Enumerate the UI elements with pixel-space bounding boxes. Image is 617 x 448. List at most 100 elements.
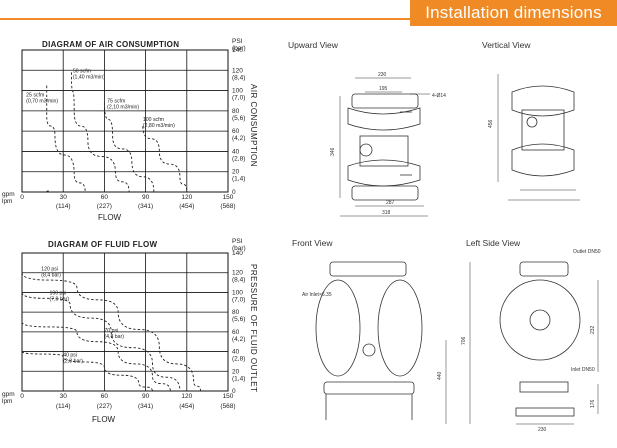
fluid-x-tick-lpm: (341) <box>138 403 153 410</box>
fluid-y-unit-text: PSI (bar) <box>232 238 246 252</box>
fluid-x-tick-gpm: 30 <box>60 393 68 400</box>
fluid-x-tick-lpm: (114) <box>56 403 71 410</box>
air-y-tick-bar: (7,0) <box>232 95 245 102</box>
front-view-title: Front View <box>292 238 333 248</box>
dim-176: 176 <box>590 399 596 408</box>
dim-456: 456 <box>488 119 494 128</box>
air-x-tick-gpm: 120 <box>181 194 192 201</box>
fluid-x-axis-title: FLOW <box>92 415 116 424</box>
dim-318-upward: 318 <box>382 210 391 216</box>
left-side-view-drawing: Outlet DN50 Inlet DN50 232 176 230 <box>499 249 601 433</box>
air-x-tick-lpm: (341) <box>138 203 153 210</box>
header-rule <box>0 18 617 20</box>
fluid-x-unit-gpm: gpm <box>2 391 15 398</box>
air-y-unit-text: PSI (bar) <box>232 38 246 52</box>
fluid-y-tick-psi: 20 <box>232 368 240 375</box>
air-x-unit-gpm: gpm <box>2 191 15 198</box>
fluid-x-tick-gpm: 60 <box>101 393 109 400</box>
air-x-tick-lpm: (227) <box>97 203 112 210</box>
air-y-tick-psi: 0 <box>232 189 236 196</box>
fluid-series-label-0: 120 psi(8,4 bar) <box>41 267 61 279</box>
air-y-tick-psi: 40 <box>232 148 240 155</box>
header-banner: Installation dimensions <box>0 0 617 26</box>
fluid-x-tick-lpm: (227) <box>97 403 112 410</box>
fluid-y-tick-bar: (8,4) <box>232 277 245 284</box>
left-side-view-title: Left Side View <box>466 238 521 248</box>
air-x-tick-lpm: (454) <box>179 203 194 210</box>
fluid-y-tick-bar: (2,8) <box>232 356 245 363</box>
dim-230-top: 230 <box>378 72 387 78</box>
air-y-tick-psi: 100 <box>232 88 243 95</box>
fluid-series-label-3: 40 psi(2,8 bar) <box>63 353 83 365</box>
dim-287-upward: 287 <box>386 200 395 206</box>
air-x-tick-lpm: (568) <box>220 203 235 210</box>
air-series-label-0: 25 scfm(0,70 m3/min) <box>26 93 58 105</box>
air-series-line-0 <box>46 85 86 193</box>
fluid-series-label-1: 100 psi(7,0 bar) <box>49 290 69 302</box>
air-y-tick-bar: (2,8) <box>232 155 245 162</box>
page-title: Installation dimensions <box>425 3 602 22</box>
fluid-y-tick-bar: (7,0) <box>232 296 245 303</box>
fluid-y-tick-psi: 60 <box>232 329 240 336</box>
dim-195: 195 <box>379 86 388 92</box>
fluid-y-tick-psi: 120 <box>232 270 243 277</box>
air-y-tick-psi: 120 <box>232 67 243 74</box>
fluid-series-line-1 <box>21 292 181 392</box>
fluid-series-line-2 <box>21 321 171 392</box>
fluid-y-tick-psi: 80 <box>232 309 240 316</box>
air-y-tick-bar: (1,4) <box>232 176 245 183</box>
dim-440: 440 <box>437 371 443 380</box>
front-view-drawing: Air Inlet×6.35 706 440 <box>302 261 471 424</box>
air-x-tick-gpm: 30 <box>60 194 68 201</box>
fluid-y-tick-bar: (4,2) <box>232 336 245 343</box>
air-series-line-2 <box>103 102 155 193</box>
air-series-line-1 <box>70 72 130 193</box>
air-y-axis-title: AIR CONSUMPTION <box>249 84 258 168</box>
dim-346: 346 <box>330 147 336 156</box>
vertical-view-title: Vertical View <box>482 40 531 50</box>
air-series-label-3: 100 scfm(2,80 m3/min) <box>143 117 175 129</box>
air-y-unit: PSI (bar) <box>232 38 246 52</box>
fluid-y-unit: PSI (bar) <box>232 238 246 252</box>
air-y-tick-bar: (5,6) <box>232 115 245 122</box>
fluid-x-tick-lpm: (568) <box>220 403 235 410</box>
air-series-label-1: 50 scfm(1,40 m3/min) <box>73 68 105 80</box>
fluid-y-tick-bar: (1,4) <box>232 375 245 382</box>
dim-bolt-holes: 4-Ø14 <box>432 93 446 99</box>
air-chart-title: DIAGRAM OF AIR CONSUMPTION <box>42 40 180 49</box>
air-x-axis-title: FLOW <box>98 213 122 222</box>
fluid-series-line-0 <box>21 272 201 392</box>
fluid-series-line-3 <box>21 351 153 392</box>
fluid-x-tick-gpm: 120 <box>181 393 192 400</box>
fluid-y-axis-title: PRESSURE OF FLUID OUTLET <box>249 264 258 393</box>
air-series-line-4 <box>46 189 50 193</box>
fluid-x-unit-lpm: lpm <box>2 398 13 405</box>
fluid-y-tick-bar: (5,6) <box>232 316 245 323</box>
fluid-x-tick-lpm: (454) <box>179 403 194 410</box>
air-y-tick-bar: (8,4) <box>232 74 245 81</box>
air-y-tick-psi: 60 <box>232 128 240 135</box>
air-x-unit-lpm: lpm <box>2 198 13 205</box>
air-y-tick-psi: 20 <box>232 169 240 176</box>
fluid-chart-title: DIAGRAM OF FLUID FLOW <box>48 240 158 249</box>
air-x-tick-gpm: 60 <box>101 194 109 201</box>
fluid-x-tick-gpm: 150 <box>223 393 234 400</box>
fluid-x-tick-gpm: 90 <box>142 393 150 400</box>
dim-air-inlet: Air Inlet×6.35 <box>302 292 332 298</box>
fluid-y-tick-psi: 140 <box>232 250 243 257</box>
dim-232: 232 <box>590 325 596 334</box>
dim-outlet: Outlet DN50 <box>573 249 601 255</box>
vertical-view-drawing: 456 <box>488 74 580 201</box>
dim-230-bottom: 230 <box>538 427 547 433</box>
fluid-y-tick-psi: 100 <box>232 289 243 296</box>
fluid-x-tick-gpm: 0 <box>20 393 24 400</box>
fluid-y-tick-psi: 0 <box>232 388 236 395</box>
air-plot-frame <box>21 49 229 193</box>
dim-inlet: Inlet DN50 <box>571 367 595 373</box>
fluid-y-tick-psi: 40 <box>232 349 240 356</box>
air-x-tick-lpm: (114) <box>56 203 71 210</box>
dim-706: 706 <box>461 336 467 345</box>
